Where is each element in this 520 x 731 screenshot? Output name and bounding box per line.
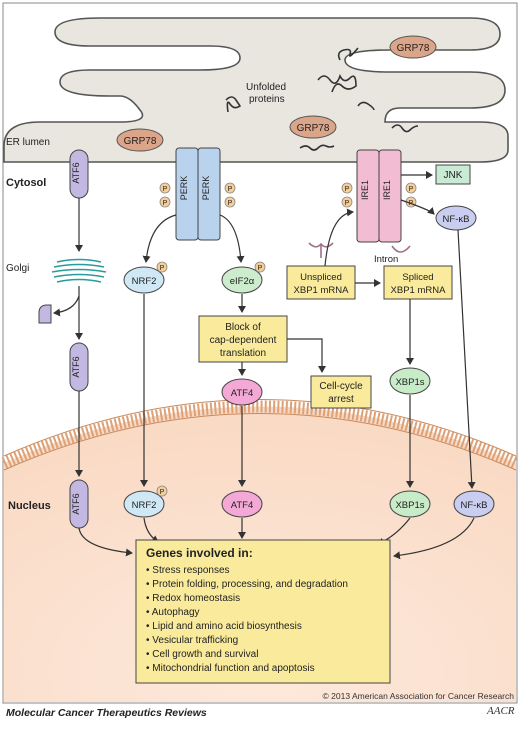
label-intron: Intron bbox=[374, 254, 398, 265]
svg-text:Spliced: Spliced bbox=[402, 272, 433, 283]
golgi-stack bbox=[51, 258, 107, 283]
nrf2-cytosol-node: NRF2 P bbox=[123, 261, 168, 294]
svg-text:ATF6: ATF6 bbox=[71, 162, 81, 183]
gene-item: • Stress responses bbox=[146, 565, 230, 576]
svg-text:PERK: PERK bbox=[179, 176, 189, 201]
pathway-arrows bbox=[53, 171, 476, 560]
svg-text:P: P bbox=[409, 186, 414, 193]
svg-text:IRE1: IRE1 bbox=[360, 180, 370, 200]
svg-text:P: P bbox=[163, 186, 168, 193]
svg-text:NRF2: NRF2 bbox=[132, 500, 157, 511]
label-golgi: Golgi bbox=[6, 263, 29, 274]
gene-item: • Lipid and amino acid biosynthesis bbox=[146, 621, 302, 632]
unspliced-xbp1-mrna-box: Unspliced XBP1 mRNA bbox=[286, 265, 356, 300]
nuclear-membrane bbox=[1, 400, 519, 469]
unfolded-protein-squiggles bbox=[225, 47, 419, 151]
block-translation-box: Block of cap-dependent translation bbox=[198, 315, 288, 363]
gene-item: • Protein folding, processing, and degra… bbox=[146, 579, 348, 590]
atf6-cytosolic: ATF6 bbox=[69, 342, 89, 392]
grp78-left: GRP78 bbox=[116, 128, 164, 152]
nrf2-nuclear-node: NRF2 P bbox=[123, 485, 168, 518]
gene-item: • Cell growth and survival bbox=[146, 649, 258, 660]
label-unfolded: Unfolded bbox=[246, 82, 286, 93]
svg-text:ATF6: ATF6 bbox=[71, 493, 81, 514]
svg-text:P: P bbox=[163, 200, 168, 207]
gene-item: • Redox homeostasis bbox=[146, 593, 240, 604]
svg-text:ATF4: ATF4 bbox=[231, 388, 254, 399]
cell-cycle-arrest-box: Cell-cycle arrest bbox=[310, 375, 372, 409]
svg-text:P: P bbox=[228, 186, 233, 193]
label-nucleus: Nucleus bbox=[8, 500, 51, 512]
nfkb-nuclear-node: NF-κB bbox=[453, 490, 495, 518]
eif2a-node: eIF2α P bbox=[221, 261, 266, 294]
atf4-cytosol-node: ATF4 bbox=[221, 378, 263, 406]
svg-text:cap-dependent: cap-dependent bbox=[210, 335, 277, 346]
grp78-top: GRP78 bbox=[389, 35, 437, 59]
svg-text:Block of: Block of bbox=[225, 322, 261, 333]
intron-loop-icon bbox=[391, 245, 411, 253]
svg-text:translation: translation bbox=[220, 348, 266, 359]
svg-text:PERK: PERK bbox=[201, 176, 211, 201]
gene-item: • Autophagy bbox=[146, 607, 200, 618]
svg-text:P: P bbox=[160, 265, 165, 272]
svg-text:GRP78: GRP78 bbox=[124, 136, 157, 147]
svg-text:arrest: arrest bbox=[328, 394, 354, 405]
svg-text:GRP78: GRP78 bbox=[297, 123, 330, 134]
svg-text:P: P bbox=[160, 489, 165, 496]
copyright-text: © 2013 American Association for Cancer R… bbox=[323, 691, 515, 701]
svg-text:P: P bbox=[345, 186, 350, 193]
nfkb-cytosol-node: NF-κB bbox=[435, 205, 477, 231]
grp78-middle: GRP78 bbox=[289, 115, 337, 139]
atf6-nuclear: ATF6 bbox=[69, 479, 89, 529]
perk-dimer: PERK PERK bbox=[175, 147, 221, 241]
atf4-nuclear-node: ATF4 bbox=[221, 490, 263, 518]
svg-text:NF-κB: NF-κB bbox=[461, 500, 488, 511]
svg-text:IRE1: IRE1 bbox=[382, 180, 392, 200]
genes-involved-box: Genes involved in: • Stress responses • … bbox=[135, 539, 391, 684]
label-cytosol: Cytosol bbox=[6, 177, 46, 189]
er-membrane bbox=[3, 17, 509, 163]
gene-item: • Mitochondrial function and apoptosis bbox=[146, 663, 315, 674]
jnk-node: JNK bbox=[435, 164, 471, 185]
journal-name: Molecular Cancer Therapeutics Reviews bbox=[6, 707, 207, 719]
svg-text:ATF4: ATF4 bbox=[231, 500, 254, 511]
svg-text:JNK: JNK bbox=[444, 170, 463, 181]
gene-item: • Vesicular trafficking bbox=[146, 635, 238, 646]
svg-text:NF-κB: NF-κB bbox=[443, 214, 470, 225]
ire1-dimer: IRE1 IRE1 bbox=[356, 149, 402, 243]
svg-text:P: P bbox=[258, 265, 263, 272]
mrna-stemloop-icon bbox=[308, 242, 334, 258]
svg-text:P: P bbox=[345, 200, 350, 207]
xbp1s-cytosol-node: XBP1s bbox=[389, 367, 431, 395]
svg-text:Cell-cycle: Cell-cycle bbox=[319, 381, 363, 392]
svg-text:NRF2: NRF2 bbox=[132, 276, 157, 287]
svg-text:XBP1 mRNA: XBP1 mRNA bbox=[391, 285, 447, 296]
xbp1s-nuclear-node: XBP1s bbox=[389, 490, 431, 518]
svg-text:XBP1 mRNA: XBP1 mRNA bbox=[294, 285, 350, 296]
svg-text:Unspliced: Unspliced bbox=[300, 272, 342, 283]
atf6-receptor: ATF6 bbox=[69, 149, 89, 199]
svg-text:XBP1s: XBP1s bbox=[395, 500, 424, 511]
cleaved-atf6-fragment bbox=[38, 304, 52, 324]
spliced-xbp1-mrna-box: Spliced XBP1 mRNA bbox=[383, 265, 453, 300]
label-proteins: proteins bbox=[249, 94, 285, 105]
svg-text:eIF2α: eIF2α bbox=[230, 276, 255, 287]
svg-text:P: P bbox=[228, 200, 233, 207]
label-er-lumen: ER lumen bbox=[6, 137, 50, 148]
aacr-logo: AACR bbox=[487, 705, 515, 717]
svg-text:GRP78: GRP78 bbox=[397, 43, 430, 54]
svg-text:ATF6: ATF6 bbox=[71, 356, 81, 377]
perk-phospho-badges: P P P P bbox=[159, 182, 236, 208]
genes-title: Genes involved in: bbox=[146, 546, 253, 560]
svg-text:XBP1s: XBP1s bbox=[395, 377, 424, 388]
